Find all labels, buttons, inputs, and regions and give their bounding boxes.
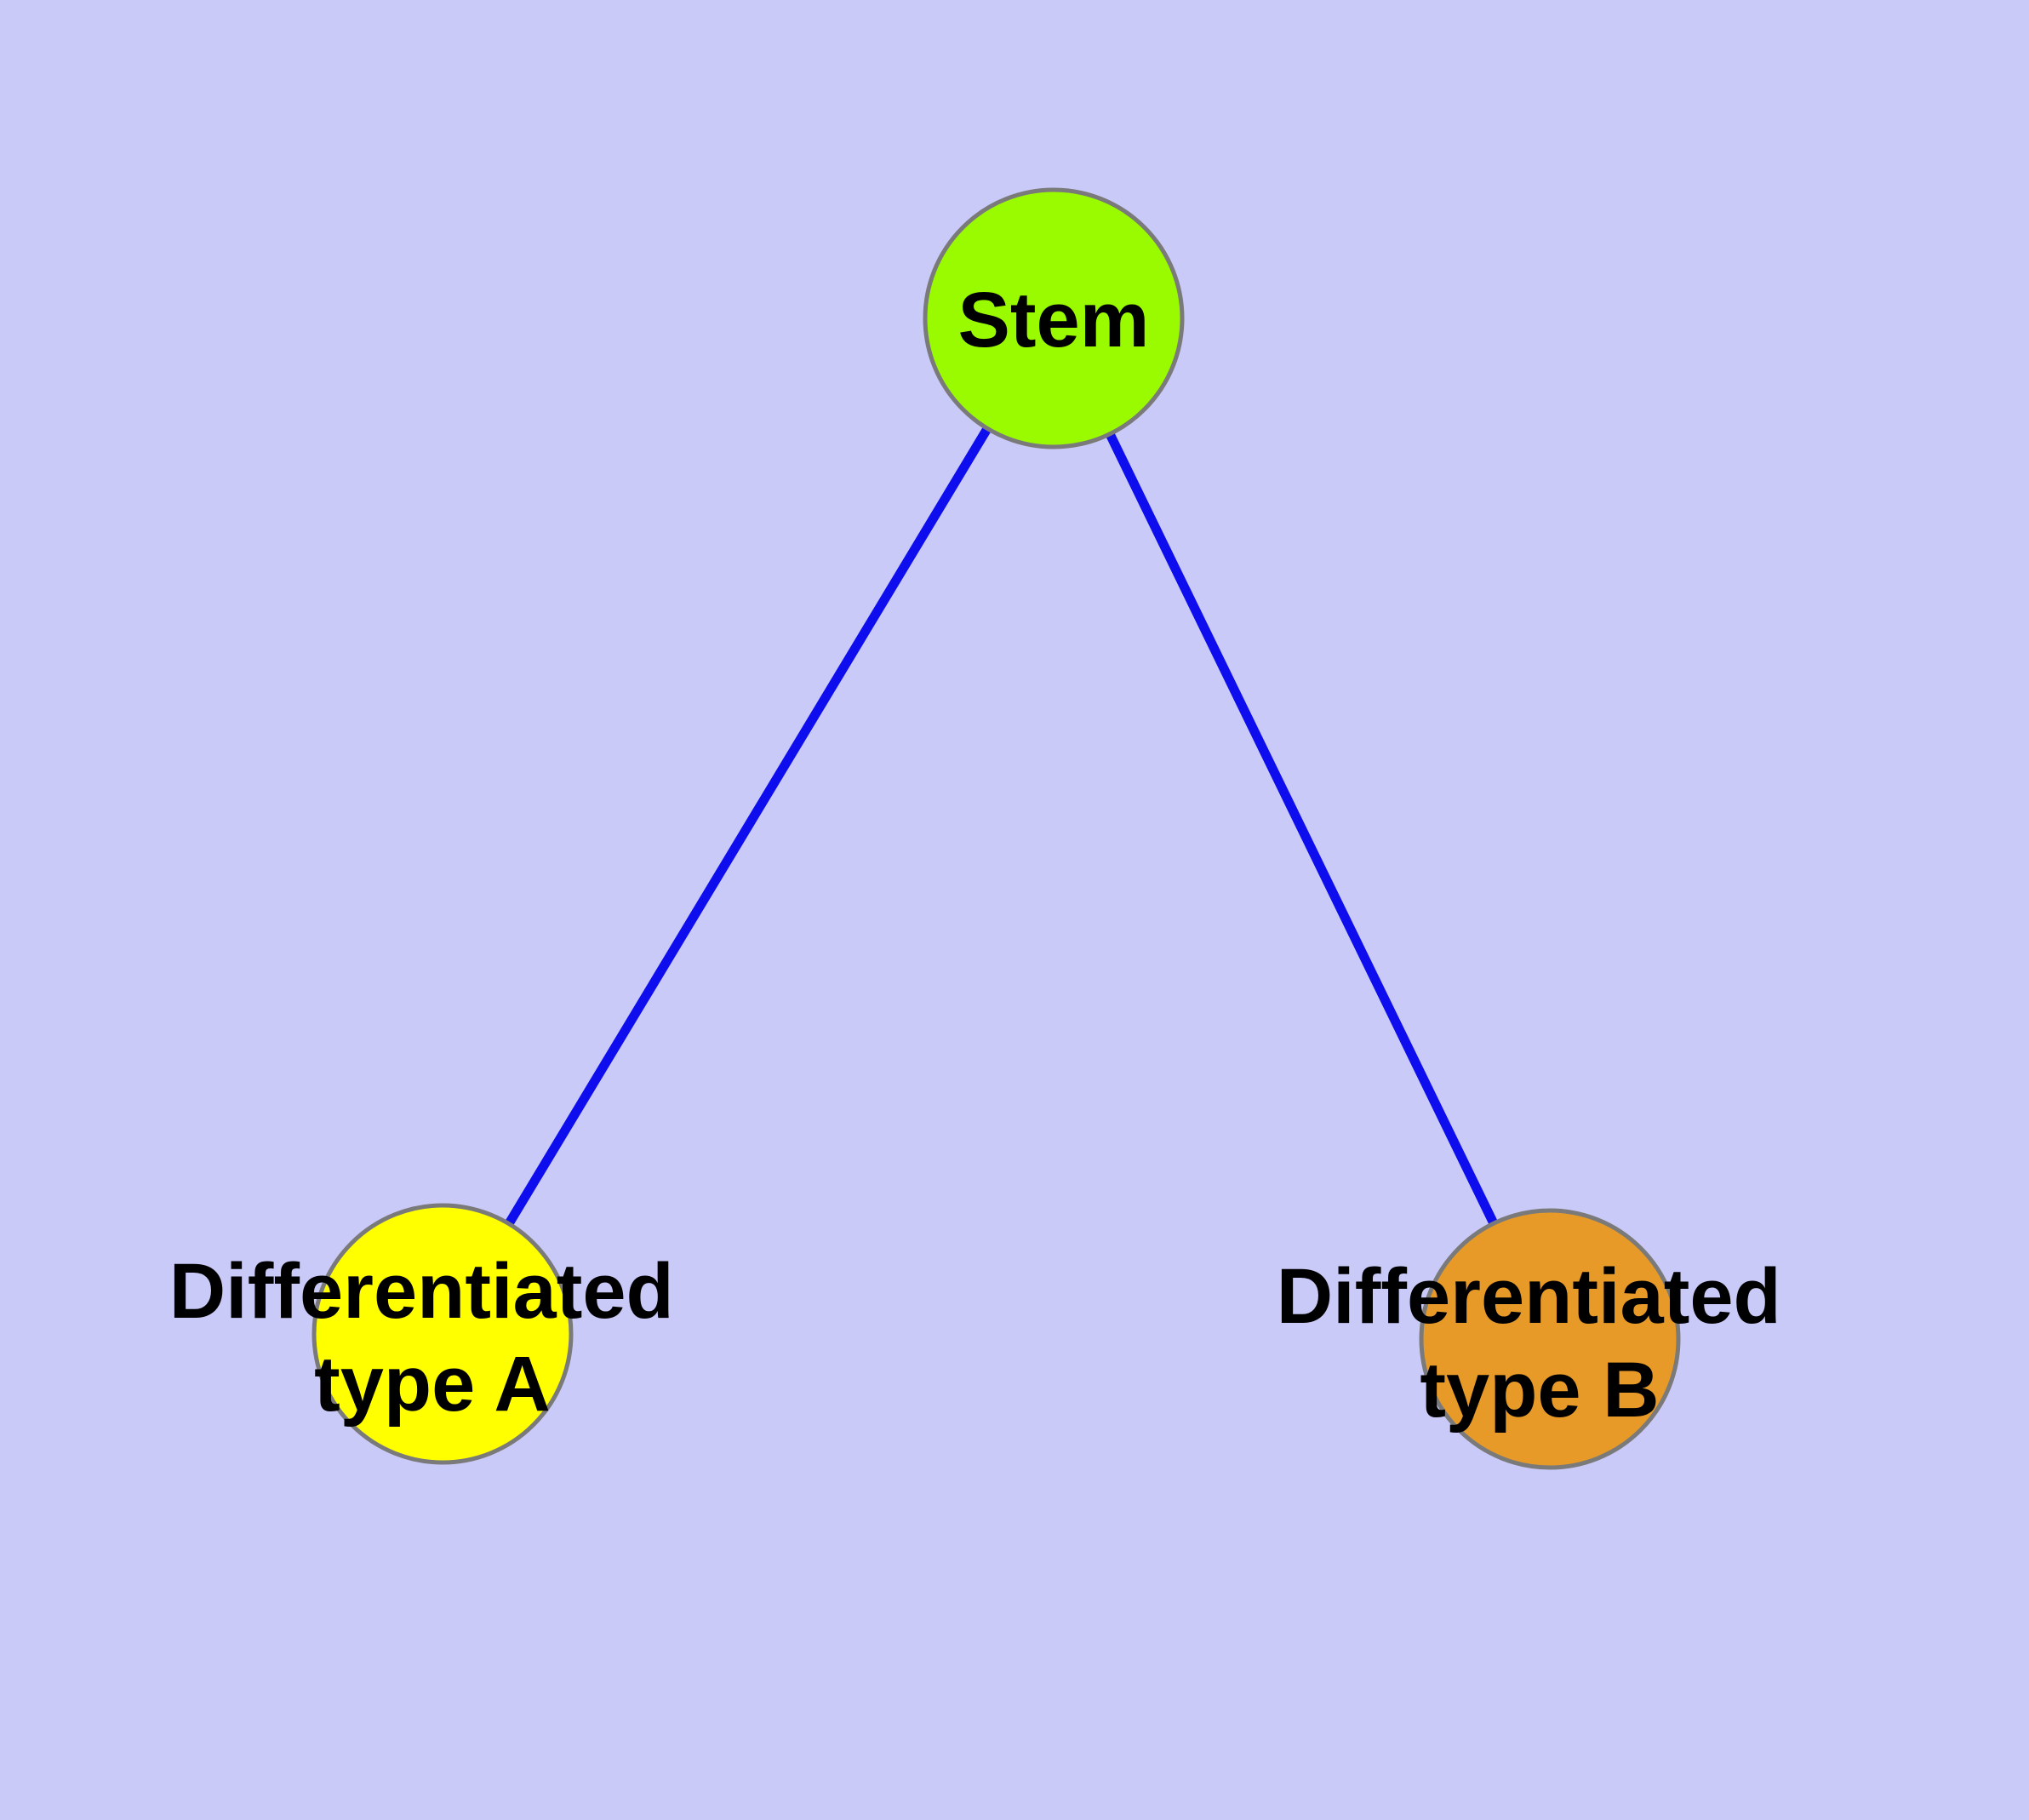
node-differentiated-type-b-circle [1419,1208,1681,1470]
node-label-line: type A [314,1341,551,1428]
node-label-differentiated-type-a: Differentiated type A [169,1248,696,1428]
node-differentiated-type-a-circle [311,1203,574,1465]
edge-stem-to-type-a [438,316,1058,1336]
edge-stem-to-type-b [1049,316,1554,1342]
node-stem-circle [923,187,1185,449]
node-label-stem: Stem [958,277,1150,363]
node-label-line: Differentiated [169,1248,674,1335]
node-label-differentiated-type-b: Differentiated type B [1277,1253,1803,1434]
node-label-line: type B [1420,1347,1659,1434]
node-label-line: Differentiated [1277,1253,1781,1340]
